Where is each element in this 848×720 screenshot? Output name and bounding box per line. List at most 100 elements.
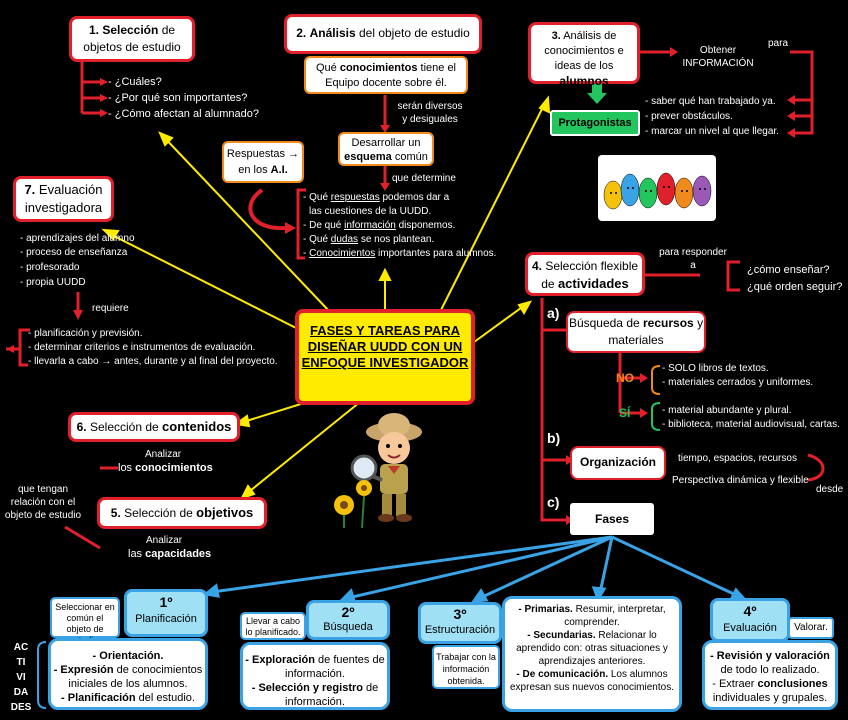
label-c: c)	[547, 495, 559, 509]
si-label: SÍ	[619, 406, 630, 420]
node-4-actividades: 4. Selección flexible de actividades	[525, 252, 645, 296]
dev-pre: Desarrollar un	[351, 137, 420, 149]
node-4-bold: actividades	[558, 276, 629, 291]
node-7-number: 7.	[24, 182, 35, 197]
node-1-number: 1.	[89, 23, 99, 37]
node-3-number: 3.	[552, 30, 561, 42]
n3-item-2: - prever obstáculos.	[645, 110, 733, 123]
n5-analizar: Analizar	[146, 534, 182, 547]
phase-2-num: 2º	[309, 603, 387, 621]
n2-item-5: - Conocimientos importantes para alumnos…	[303, 247, 496, 261]
phase-4-header: 4º Evaluación	[710, 598, 790, 642]
n2-item-2: las cuestiones de la UUDD.	[303, 205, 496, 219]
si-item-2: - biblioteca, material audiovisual, cart…	[662, 418, 840, 431]
actividades-vertical-label: AC TI VI DA DES	[8, 640, 34, 715]
node-6-number: 6.	[77, 420, 87, 434]
n6-analizar: Analizar	[145, 448, 181, 461]
node-2-analisis: 2. Análisis del objeto de estudio	[284, 14, 482, 54]
busq-bold: recursos	[643, 316, 694, 330]
resp-pre: en los	[238, 164, 267, 176]
n7-req-2: - determinar criterios e instrumentos de…	[28, 341, 255, 354]
explorer-kid-illustration	[322, 410, 452, 530]
node-1-item-3: - ¿Cómo afectan al alumnado?	[108, 107, 259, 121]
respuestas-ai-box: Respuestas → en los A.I.	[222, 141, 304, 183]
desde-label: desde	[816, 483, 843, 496]
no-label: NO	[616, 371, 634, 385]
phase-3-name: Estructuración	[421, 623, 499, 637]
phase-3-card: - Primarias. Resumir, interpretar, compr…	[502, 596, 682, 712]
n3-item-1: - saber qué han trabajado ya.	[645, 95, 776, 108]
node-7-evaluacion: 7. Evaluación investigadora	[13, 176, 114, 222]
n7-item-3: - profesorado	[20, 261, 79, 274]
no-item-1: - SOLO libros de textos.	[662, 362, 769, 375]
node-2-rest: del objeto de estudio	[359, 26, 470, 40]
phase-2-note: Llevar a cabo lo planificado.	[240, 612, 306, 640]
n7-item-2: - proceso de enseñanza	[20, 246, 127, 259]
node-5-objetivos: 5. Selección de objetivos	[97, 497, 267, 529]
node-6-bold: contenidos	[162, 419, 231, 434]
node-6-contenidos: 6. Selección de contenidos	[68, 412, 240, 442]
n3-item-3: - marcar un nivel al que llegar.	[645, 125, 779, 138]
org-detail-2: Perspectiva dinámica y flexible	[672, 474, 809, 487]
note-que-determine: que determine	[392, 172, 456, 185]
question-1: ¿cómo enseñar?	[747, 263, 830, 277]
node-2-number: 2.	[296, 26, 306, 40]
node-6-title: Selección de	[90, 420, 159, 434]
n7-item-4: - propia UUDD	[20, 276, 86, 289]
node-3-bold: alumnos	[559, 74, 608, 88]
n2-item-4: - Qué dudas se nos plantean.	[303, 233, 496, 247]
para-label: para	[768, 37, 788, 50]
phase-1-note: Seleccionar en común el objeto de estudi…	[50, 597, 120, 638]
phase-1-header: 1º Planificación	[124, 589, 208, 637]
protagonistas-badge: Protagonistas	[550, 110, 640, 136]
q-bold: conocimientos	[340, 62, 418, 74]
node-5-number: 5.	[111, 506, 121, 520]
phase-1-card: - Orientación. - Expresión de conocimien…	[48, 638, 208, 710]
no-item-2: - materiales cerrados y uniformes.	[662, 376, 813, 389]
node-1-item-1: - ¿Cuáles?	[108, 75, 162, 89]
node-2-title: Análisis	[310, 26, 356, 40]
n2-item-3: - De qué información disponemos.	[303, 219, 496, 233]
phase-4-num: 4º	[713, 601, 787, 621]
phase-2-header: 2º Búsqueda	[306, 600, 390, 640]
dev-post: común	[395, 151, 428, 163]
node-1-item-2: - ¿Por qué son importantes?	[108, 91, 247, 105]
para-responder: para responder a	[655, 246, 731, 272]
n2-item-1: - Qué respuestas podemos dar a	[303, 191, 496, 205]
n7-item-1: - aprendizajes del alumno	[20, 232, 135, 245]
n7-req-3: - llevarla a cabo → antes, durante y al …	[28, 355, 278, 368]
dev-bold: esquema	[344, 151, 392, 163]
n7-req-1: - planificación y previsión.	[28, 327, 143, 340]
n5-capacidades: las capacidades	[128, 547, 211, 561]
label-b: b)	[547, 431, 560, 445]
phase-2-card: - Exploración de fuentes de información.…	[240, 642, 390, 710]
painted-hands-image	[598, 155, 716, 221]
node-5-title: Selección de	[124, 506, 193, 520]
fases-box: Fases	[570, 503, 654, 535]
organizacion-box: Organización	[570, 446, 666, 480]
phase-3-note: Trabajar con la información obtenida.	[432, 645, 500, 689]
phase-3-num: 3º	[421, 605, 499, 623]
node-1-title: Selección	[102, 23, 158, 37]
q-pre: Qué	[316, 62, 337, 74]
phase-3-header: 3º Estructuración	[418, 602, 502, 644]
note-diversos: serán diversos y desiguales	[395, 100, 465, 126]
busqueda-recursos-box: Búsqueda de recursos y materiales	[566, 311, 706, 353]
node-5-bold: objetivos	[196, 505, 253, 520]
central-title: FASES Y TAREAS PARA DISEÑAR UUDD CON UN …	[295, 309, 475, 405]
phase-1-name: Planificación	[127, 612, 205, 626]
org-detail-1: tiempo, espacios, recursos	[678, 452, 797, 465]
obtener-informacion: Obtener INFORMACIÓN	[678, 44, 758, 70]
node-4-number: 4.	[532, 259, 542, 273]
node-2-list: - Qué respuestas podemos dar a las cuest…	[303, 191, 496, 261]
label-a: a)	[547, 306, 559, 320]
phase-2-name: Búsqueda	[309, 621, 387, 634]
esquema-comun-box: Desarrollar un esquema común	[338, 132, 434, 166]
n6-conocimientos: los conocimientos	[118, 461, 213, 475]
phase-4-note: Valorar.	[788, 617, 834, 639]
node-7-title: Evaluación investigadora	[25, 182, 103, 215]
si-item-1: - material abundante y plural.	[662, 404, 792, 417]
resp-text: Respuestas →	[224, 146, 302, 162]
n7-requiere: requiere	[92, 302, 129, 315]
resp-bold: A.I.	[271, 164, 288, 176]
